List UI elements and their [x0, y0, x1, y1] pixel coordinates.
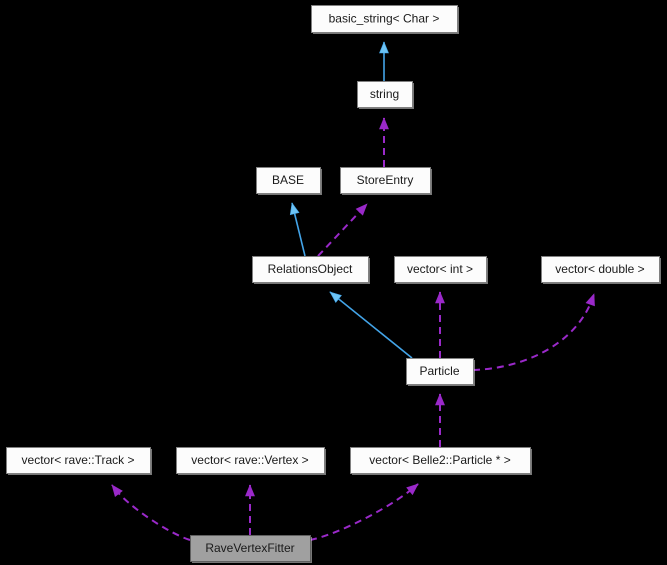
- node-label: RaveVertexFitter: [205, 541, 294, 555]
- node-vec_vertex[interactable]: vector< rave::Vertex >: [176, 447, 327, 476]
- arrow-head-icon: [355, 203, 368, 216]
- node-label: RelationsObject: [268, 262, 353, 276]
- node-base[interactable]: BASE: [256, 167, 323, 196]
- arrow-head-icon: [585, 293, 595, 307]
- node-string[interactable]: string: [357, 81, 415, 110]
- edge-storeentry-to-string: [379, 117, 389, 167]
- edge-ravefitter-to-vec_vertex: [245, 484, 255, 535]
- edge-string-to-basic_string: [379, 41, 389, 81]
- node-vec_double[interactable]: vector< double >: [541, 256, 662, 285]
- edge-particle-to-vec_double: [472, 293, 595, 371]
- edge-line: [472, 293, 595, 371]
- arrow-head-icon: [289, 202, 300, 216]
- node-vec_track[interactable]: vector< rave::Track >: [6, 447, 153, 476]
- edge-relobj-to-storeentry: [317, 203, 368, 257]
- node-label: StoreEntry: [357, 173, 414, 187]
- node-box[interactable]: [357, 81, 413, 108]
- node-box[interactable]: [256, 167, 321, 194]
- node-basic_string[interactable]: basic_string< Char >: [311, 5, 460, 35]
- node-box[interactable]: [350, 447, 531, 474]
- edge-particle-to-vec_int: [435, 291, 445, 358]
- edge-line: [309, 483, 419, 541]
- node-box[interactable]: [176, 447, 325, 474]
- arrow-head-icon: [329, 291, 342, 303]
- edge-relobj-to-base: [289, 202, 306, 257]
- node-box[interactable]: [190, 535, 311, 562]
- node-box[interactable]: [394, 256, 487, 283]
- node-label: string: [370, 87, 399, 101]
- edge-particle-to-relobj: [329, 291, 413, 359]
- edges-layer: [111, 41, 595, 541]
- arrow-head-icon: [435, 393, 445, 406]
- node-label: vector< Belle2::Particle * >: [369, 453, 510, 467]
- arrow-head-icon: [111, 484, 123, 497]
- edge-line: [329, 291, 413, 359]
- node-box[interactable]: [406, 358, 474, 385]
- arrow-head-icon: [379, 41, 389, 54]
- node-ravefitter[interactable]: RaveVertexFitter: [190, 535, 313, 564]
- node-label: BASE: [272, 173, 304, 187]
- node-label: Particle: [419, 364, 459, 378]
- node-storeentry[interactable]: StoreEntry: [340, 167, 433, 196]
- node-box[interactable]: [6, 447, 151, 474]
- node-label: vector< rave::Vertex >: [191, 453, 308, 467]
- node-relobj[interactable]: RelationsObject: [252, 256, 371, 285]
- arrow-head-icon: [245, 484, 255, 497]
- node-particle[interactable]: Particle: [406, 358, 476, 387]
- node-box[interactable]: [340, 167, 431, 194]
- node-label: vector< rave::Track >: [22, 453, 135, 467]
- edge-ravefitter-to-vec_track: [111, 484, 191, 541]
- node-box[interactable]: [311, 5, 458, 33]
- node-box[interactable]: [252, 256, 369, 283]
- node-label: vector< double >: [555, 262, 644, 276]
- node-box[interactable]: [541, 256, 660, 283]
- edge-vec_belle2-to-particle: [435, 393, 445, 447]
- node-label: basic_string< Char >: [329, 12, 440, 26]
- arrow-head-icon: [435, 291, 445, 304]
- arrow-head-icon: [379, 117, 389, 130]
- node-vec_belle2[interactable]: vector< Belle2::Particle * >: [350, 447, 533, 476]
- node-label: vector< int >: [407, 262, 473, 276]
- node-vec_int[interactable]: vector< int >: [394, 256, 489, 285]
- edge-ravefitter-to-vec_belle2: [309, 483, 419, 541]
- arrow-head-icon: [406, 483, 419, 496]
